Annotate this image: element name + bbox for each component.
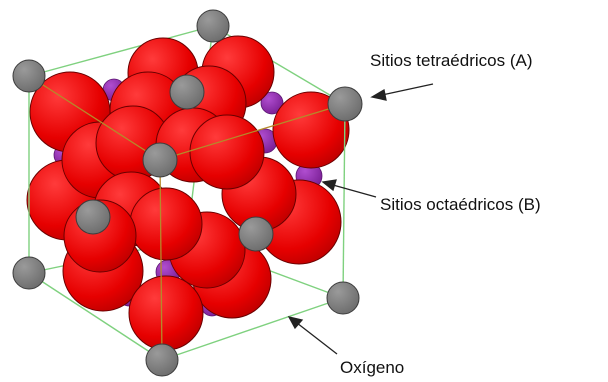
tetrahedral-sites-label: Sitios tetraédricos (A) (370, 51, 533, 70)
octahedral-sites-label: Sitios octaédricos (B) (380, 195, 541, 214)
oxygen-label: Oxígeno (340, 358, 404, 377)
